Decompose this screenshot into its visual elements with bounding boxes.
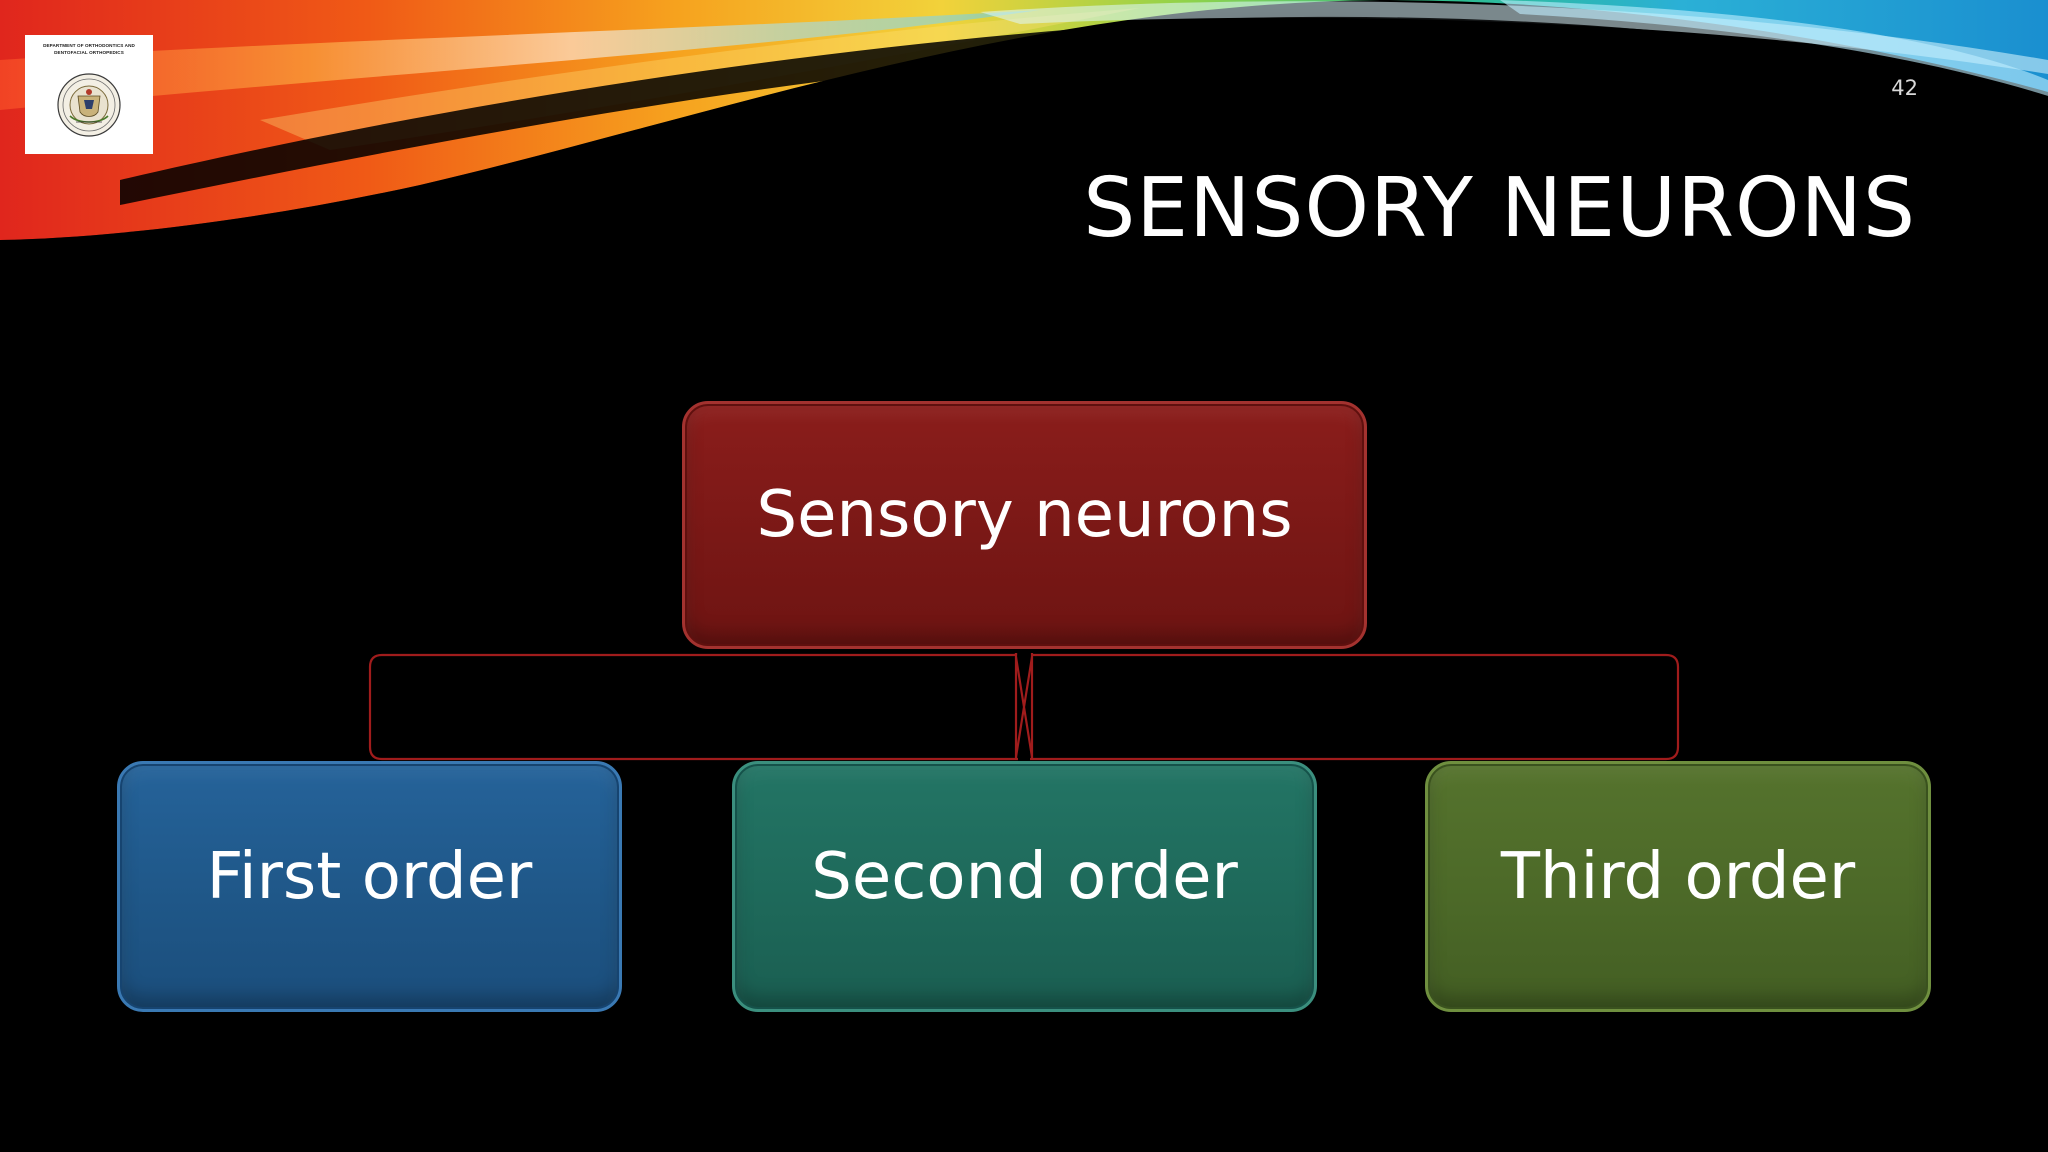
department-logo: DEPARTMENT OF ORTHODONTICS AND DENTOFACI… [25, 35, 153, 154]
connector-center-cross [1014, 656, 1034, 758]
node-third-order-label: Third order [1500, 839, 1856, 914]
node-sensory-neurons: Sensory neurons [682, 401, 1367, 649]
node-first-order: First order [117, 761, 622, 1012]
node-third-order: Third order [1425, 761, 1931, 1012]
node-sensory-neurons-label: Sensory neurons [756, 478, 1293, 552]
logo-line-2: DENTOFACIAL ORTHOPEDICS [54, 50, 124, 55]
university-seal-icon [57, 73, 121, 137]
connector-center [1014, 653, 1034, 759]
node-second-order: Second order [732, 761, 1317, 1012]
slide-number: 42 [1891, 76, 1918, 100]
connector-right [1030, 653, 1680, 761]
connector-left [368, 653, 1018, 761]
node-second-order-label: Second order [811, 839, 1238, 914]
slide-title: SENSORY NEURONS [1083, 161, 1916, 256]
node-first-order-label: First order [206, 839, 533, 914]
logo-line-1: DEPARTMENT OF ORTHODONTICS AND [43, 43, 135, 48]
rainbow-swoosh-decoration [0, 0, 2048, 252]
